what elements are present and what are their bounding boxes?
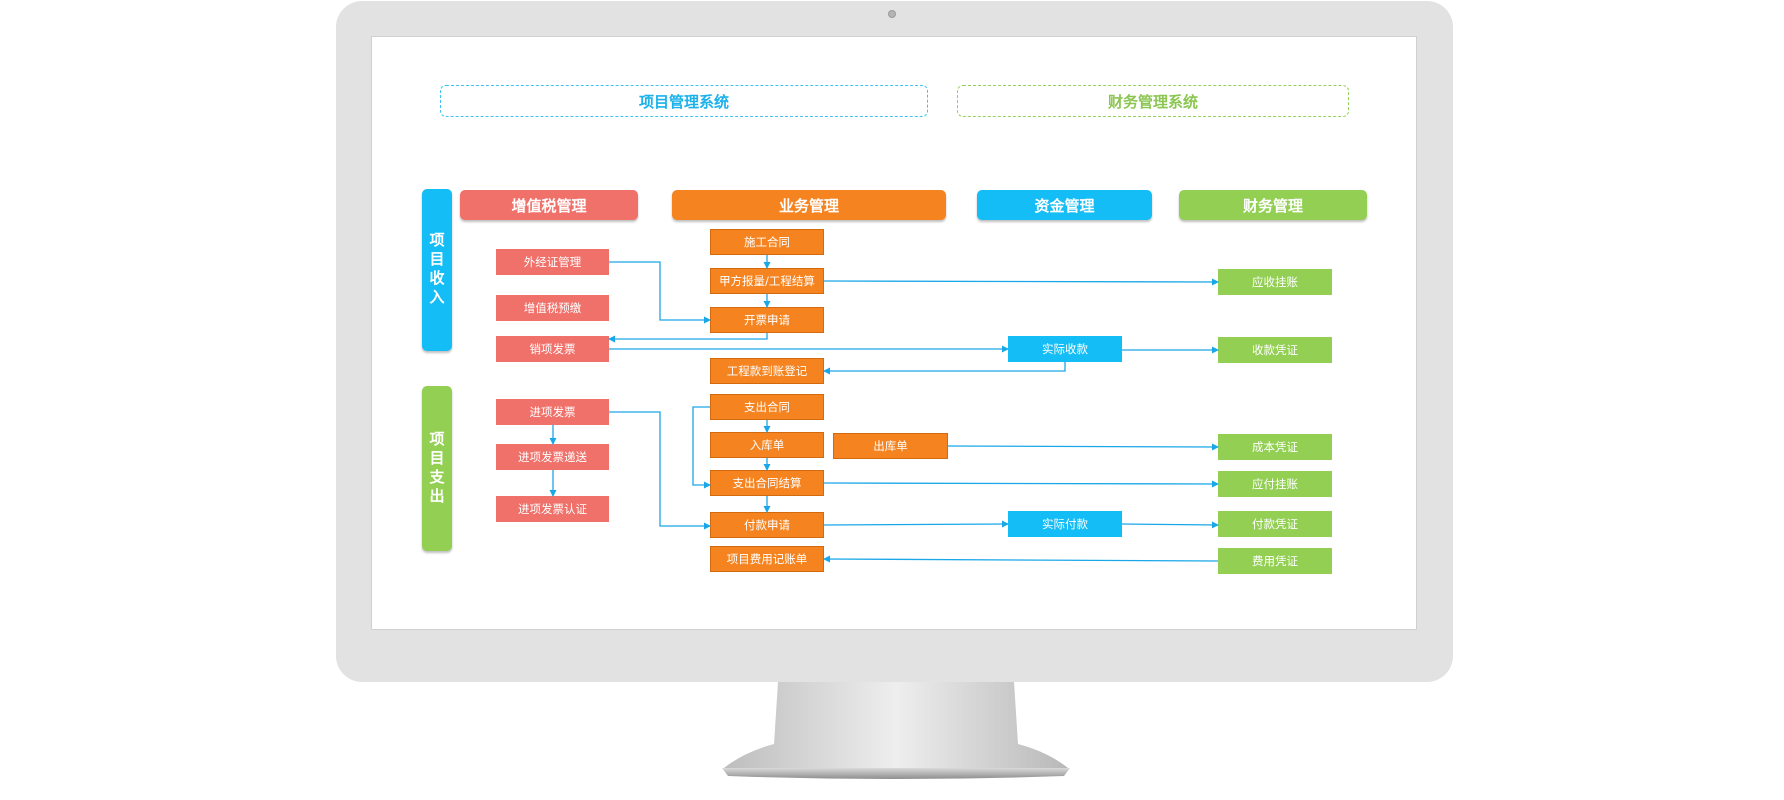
node-yingfu-guazhang: 应付挂账 bbox=[1218, 471, 1332, 497]
node-fukuan-shenqing: 付款申请 bbox=[710, 512, 824, 538]
node-gongchengkuan-daozhang: 工程款到账登记 bbox=[710, 358, 824, 384]
node-feiyong-pingzheng: 费用凭证 bbox=[1218, 548, 1332, 574]
arrow-shiji-to-pingzheng bbox=[1121, 521, 1219, 529]
arrow-waijingzheng-to-kaipiao bbox=[609, 261, 711, 324]
node-shiji-shoukuan: 实际收款 bbox=[1008, 336, 1122, 362]
node-shiji-fukuan: 实际付款 bbox=[1008, 511, 1122, 537]
column-funds: 资金管理 bbox=[977, 190, 1152, 220]
column-accounting: 财务管理 bbox=[1179, 190, 1367, 220]
column-business: 业务管理 bbox=[672, 190, 946, 220]
column-vat: 增值税管理 bbox=[460, 190, 638, 220]
node-jinxiang-fapiao: 进项发票 bbox=[496, 399, 609, 425]
node-jinxiang-renzheng: 进项发票认证 bbox=[496, 496, 609, 522]
node-shigong-hetong: 施工合同 bbox=[710, 229, 824, 255]
node-waijingzheng: 外经证管理 bbox=[496, 249, 609, 275]
webcam-dot bbox=[888, 10, 896, 18]
node-chengben-pingzheng: 成本凭证 bbox=[1218, 434, 1332, 460]
node-xiaoxiang-fapiao: 销项发票 bbox=[496, 336, 609, 362]
node-zhichu-hetong: 支出合同 bbox=[710, 394, 824, 420]
section-expense: 项目支出 bbox=[422, 386, 452, 551]
node-fukuan-pingzheng: 付款凭证 bbox=[1218, 511, 1332, 537]
arrow-jinxiang-to-fukuan bbox=[609, 411, 711, 530]
node-zengzhishui-yujiao: 增值税预缴 bbox=[496, 295, 609, 321]
node-shoukuan-pingzheng: 收款凭证 bbox=[1218, 337, 1332, 363]
project-system-header: 项目管理系统 bbox=[440, 85, 928, 117]
arrow-jiesuan-to-yingfu bbox=[823, 480, 1219, 488]
section-income: 项目收入 bbox=[422, 189, 452, 351]
arrow-jiafang-to-yingshou bbox=[823, 278, 1219, 286]
node-yingshou-guazhang: 应收挂账 bbox=[1218, 269, 1332, 295]
arrow-zhichu-to-jiesuan-loop bbox=[692, 406, 711, 489]
arrow-fukuan-to-shiji bbox=[823, 520, 1009, 528]
arrow-kaipiao-to-xiaoxiang bbox=[608, 333, 768, 343]
monitor-stand bbox=[722, 682, 1070, 779]
finance-system-header: 财务管理系统 bbox=[957, 85, 1349, 117]
node-rukudan: 入库单 bbox=[710, 432, 824, 458]
node-chukudan: 出库单 bbox=[833, 433, 948, 459]
arrow-chuku-to-chengben bbox=[947, 443, 1219, 451]
node-jinxiang-disong: 进项发票递送 bbox=[496, 444, 609, 470]
arrow-feiyong-to-jizhang bbox=[823, 555, 1219, 563]
arrow-shoukuan-to-daozhang bbox=[823, 362, 1066, 375]
node-jiafang-baoliang: 甲方报量/工程结算 bbox=[710, 268, 824, 294]
node-feiyong-jizhang: 项目费用记账单 bbox=[710, 546, 824, 572]
